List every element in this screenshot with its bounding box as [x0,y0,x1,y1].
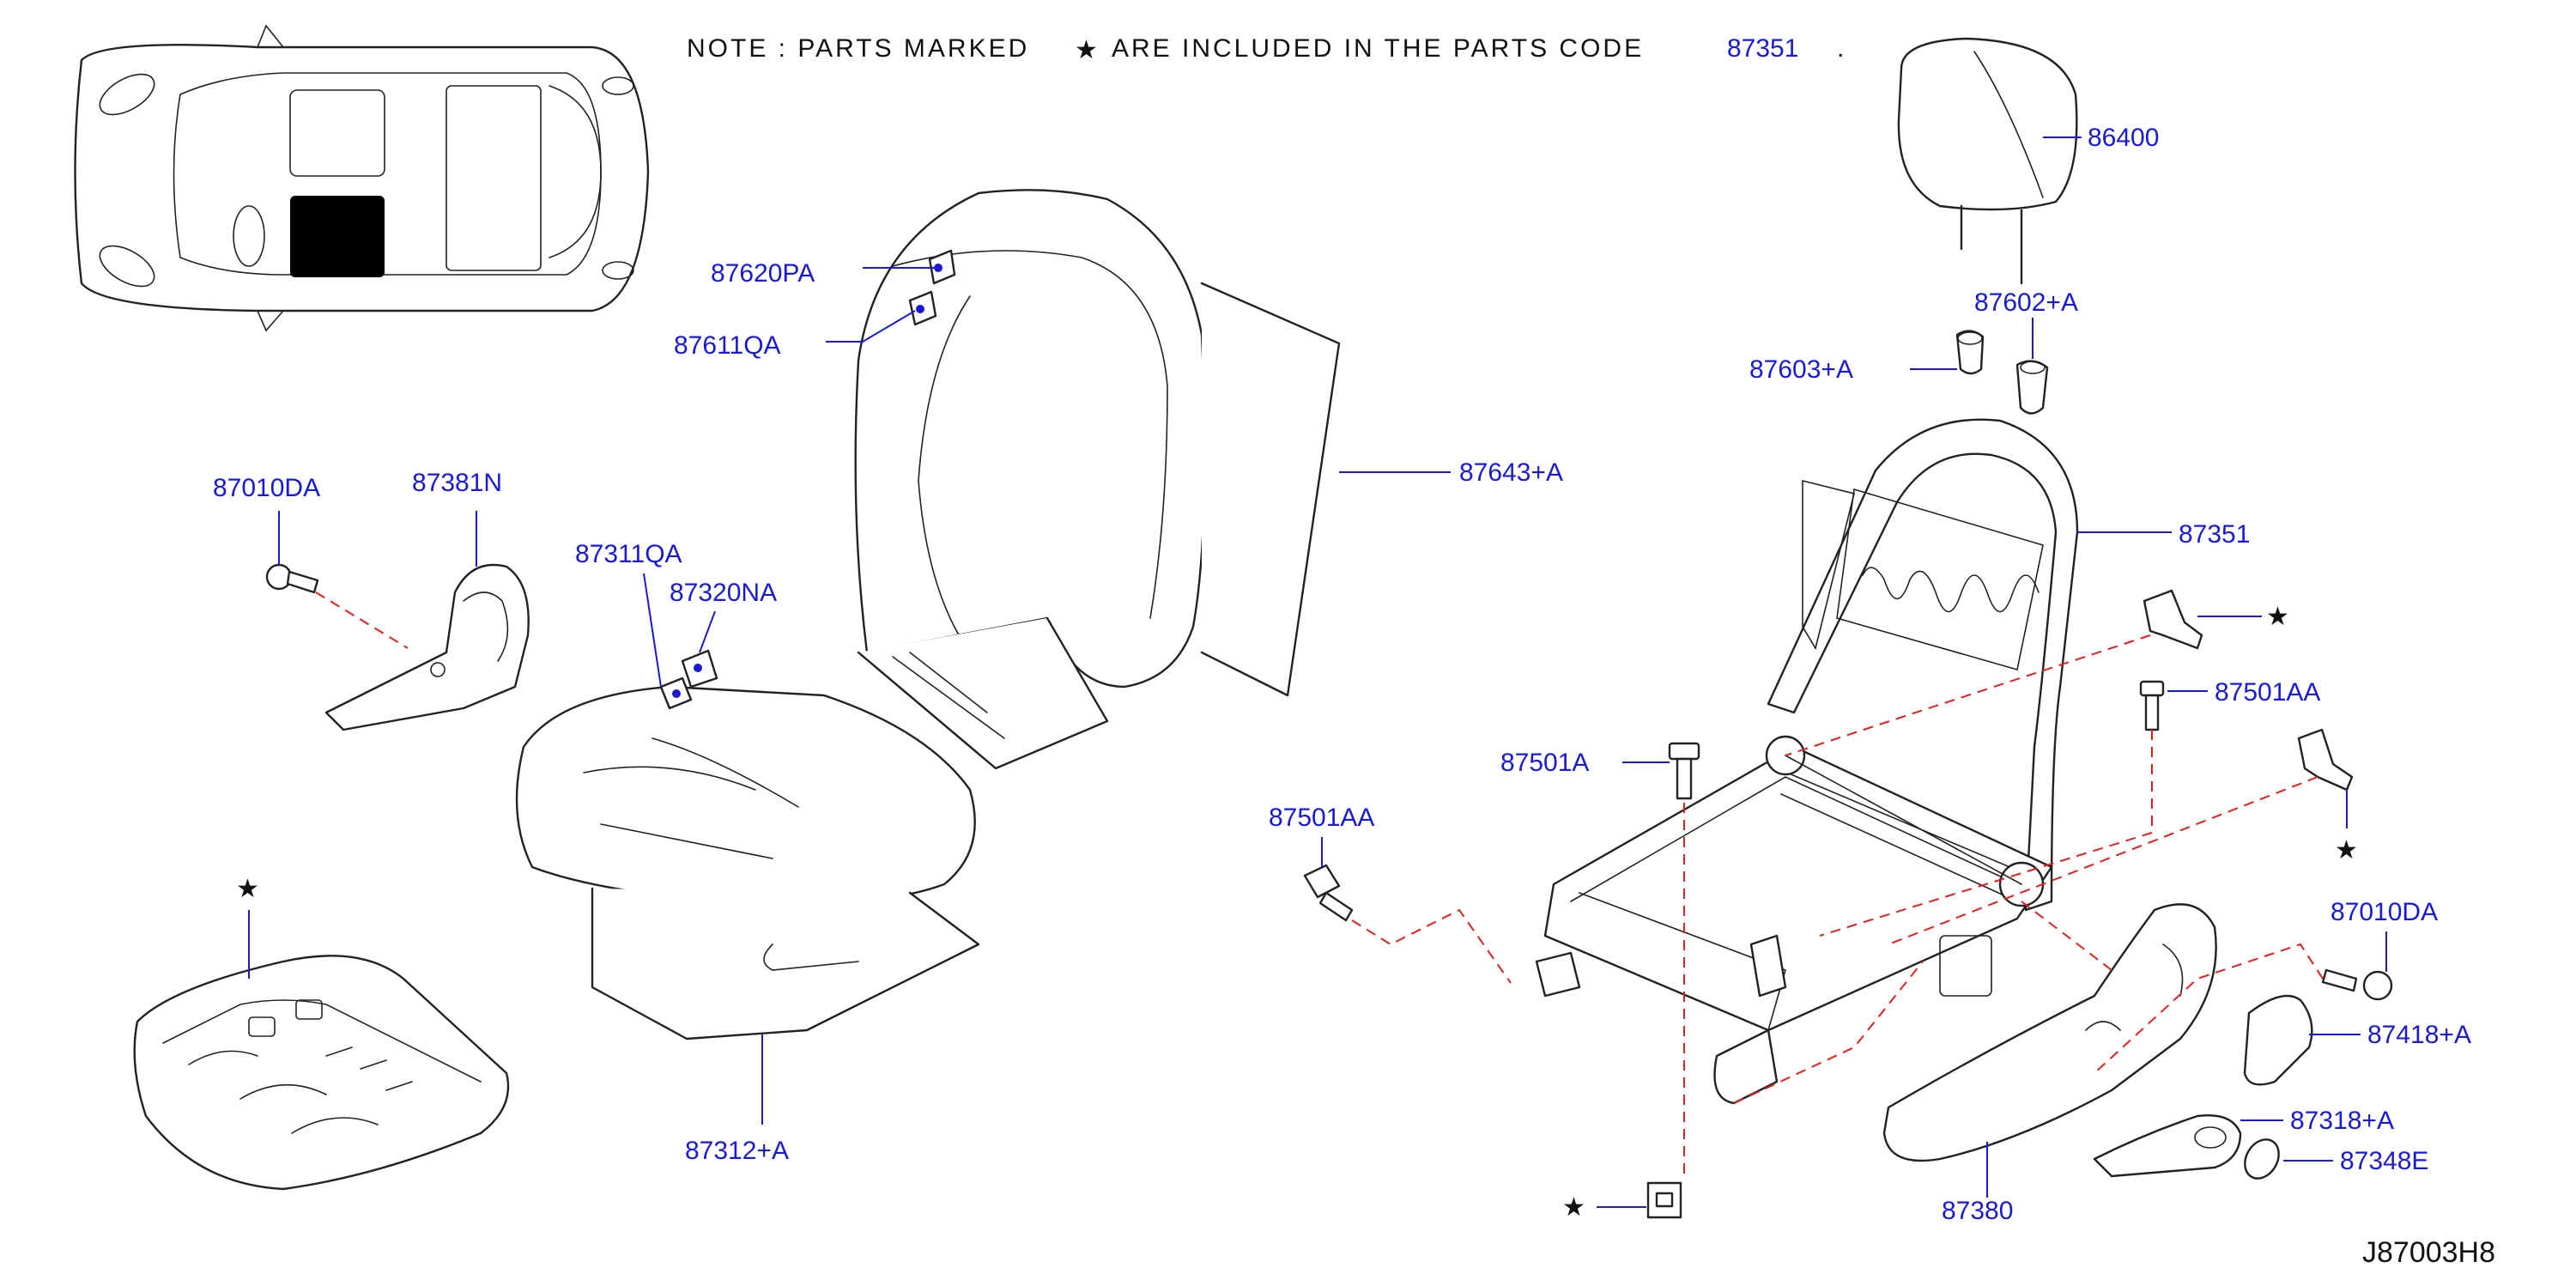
label-87312A[interactable]: 87312+A [685,1137,789,1165]
label-87602A[interactable]: 87602+A [1974,288,2078,317]
screw-87010DA-left-part[interactable] [265,563,319,594]
label-87381N[interactable]: 87381N [412,469,502,497]
label-87611QA[interactable]: 87611QA [674,331,781,360]
bracket-star-right-part[interactable] [2297,728,2354,792]
label-87603A[interactable]: 87603+A [1749,355,1853,384]
headrest-part[interactable] [1897,37,2078,285]
lever-87418A-part[interactable] [2243,994,2313,1086]
label-87418A[interactable]: 87418+A [2367,1021,2471,1049]
leader-87311QA [643,573,662,688]
star-2: ★ [2335,835,2358,865]
bracket-star-top-part[interactable] [2143,589,2203,650]
label-87501AA-top[interactable]: 87501AA [2215,678,2320,707]
label-87380[interactable]: 87380 [1942,1197,2013,1225]
bolt-87501AA-top-part[interactable] [2139,680,2165,731]
diagram-code: J87003H8 [2362,1236,2495,1269]
seatback-cover-part[interactable] [854,189,1341,770]
label-87311QA[interactable]: 87311QA [575,540,682,568]
note-text: NOTE : PARTS MARKED [687,34,1029,63]
note-text-2: ARE INCLUDED IN THE PARTS CODE [1112,34,1644,63]
label-87351[interactable]: 87351 [2179,520,2250,549]
seat-pan-part[interactable] [133,955,510,1191]
side-cover-87380-part[interactable] [1882,903,2217,1162]
bolt-87501AA-left-part[interactable] [1303,864,1354,922]
bolt-star-bottom-part[interactable] [1646,1181,1682,1219]
note-part-code[interactable]: 87351 [1727,34,1798,63]
star-3: ★ [236,874,259,904]
cap-87348E-part[interactable] [2238,1133,2285,1185]
seat-cushion-part[interactable] [515,685,980,1040]
label-87010DA-left[interactable]: 87010DA [213,474,320,502]
bolt-87501A-part[interactable] [1668,742,1700,800]
screw-87010DA-right-part[interactable] [2321,968,2393,1001]
note-star: ★ [1075,35,1098,65]
knob-87318A-part[interactable] [2093,1114,2242,1178]
label-87320NA[interactable]: 87320NA [670,579,777,607]
label-87348E[interactable]: 87348E [2340,1147,2428,1175]
label-87620PA[interactable]: 87620PA [711,259,815,288]
label-87501A[interactable]: 87501A [1500,749,1589,777]
star-4: ★ [1562,1192,1585,1222]
label-87643A[interactable]: 87643+A [1459,458,1563,487]
label-87501AA-left[interactable]: 87501AA [1269,804,1374,832]
star-1: ★ [2266,602,2289,632]
headrest-guide-part[interactable] [1955,330,2049,415]
label-87318A[interactable]: 87318+A [2290,1107,2394,1135]
label-86400[interactable]: 86400 [2088,124,2159,152]
seat-frame-part[interactable] [1535,418,2079,1105]
assembly-guide-lines [315,592,2324,1180]
cover-87381N-part[interactable] [324,563,530,731]
leader-87320NA [699,610,716,653]
label-87010DA-right[interactable]: 87010DA [2331,898,2438,926]
car-locator-icon [74,24,650,332]
note-period: . [1837,34,1846,63]
leader-87611QA [826,310,916,343]
